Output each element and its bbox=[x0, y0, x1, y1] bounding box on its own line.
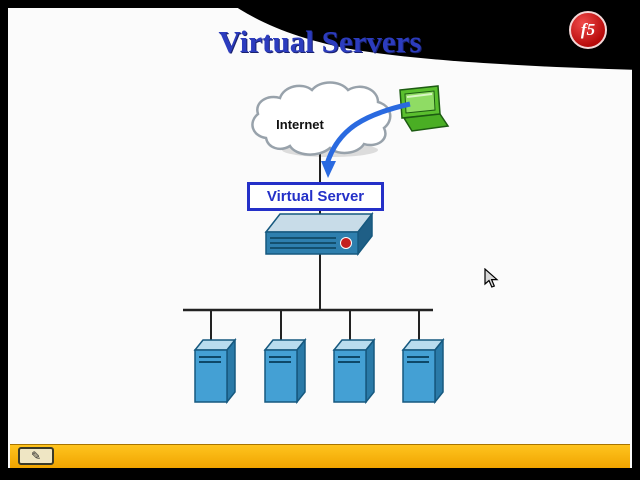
annotation-toolbar bbox=[10, 444, 630, 468]
f5-logo: f5 bbox=[569, 11, 607, 49]
internet-label: Internet bbox=[276, 117, 324, 132]
f5-logo-text: f5 bbox=[580, 20, 596, 39]
slide-canvas bbox=[8, 8, 632, 468]
slide-title: Virtual Servers bbox=[218, 24, 422, 59]
virtual-server-box: Virtual Server bbox=[247, 182, 384, 211]
pencil-icon: ✎ bbox=[30, 449, 42, 463]
virtual-server-label: Virtual Server bbox=[266, 188, 365, 205]
pencil-tool-button[interactable]: ✎ bbox=[18, 447, 54, 465]
